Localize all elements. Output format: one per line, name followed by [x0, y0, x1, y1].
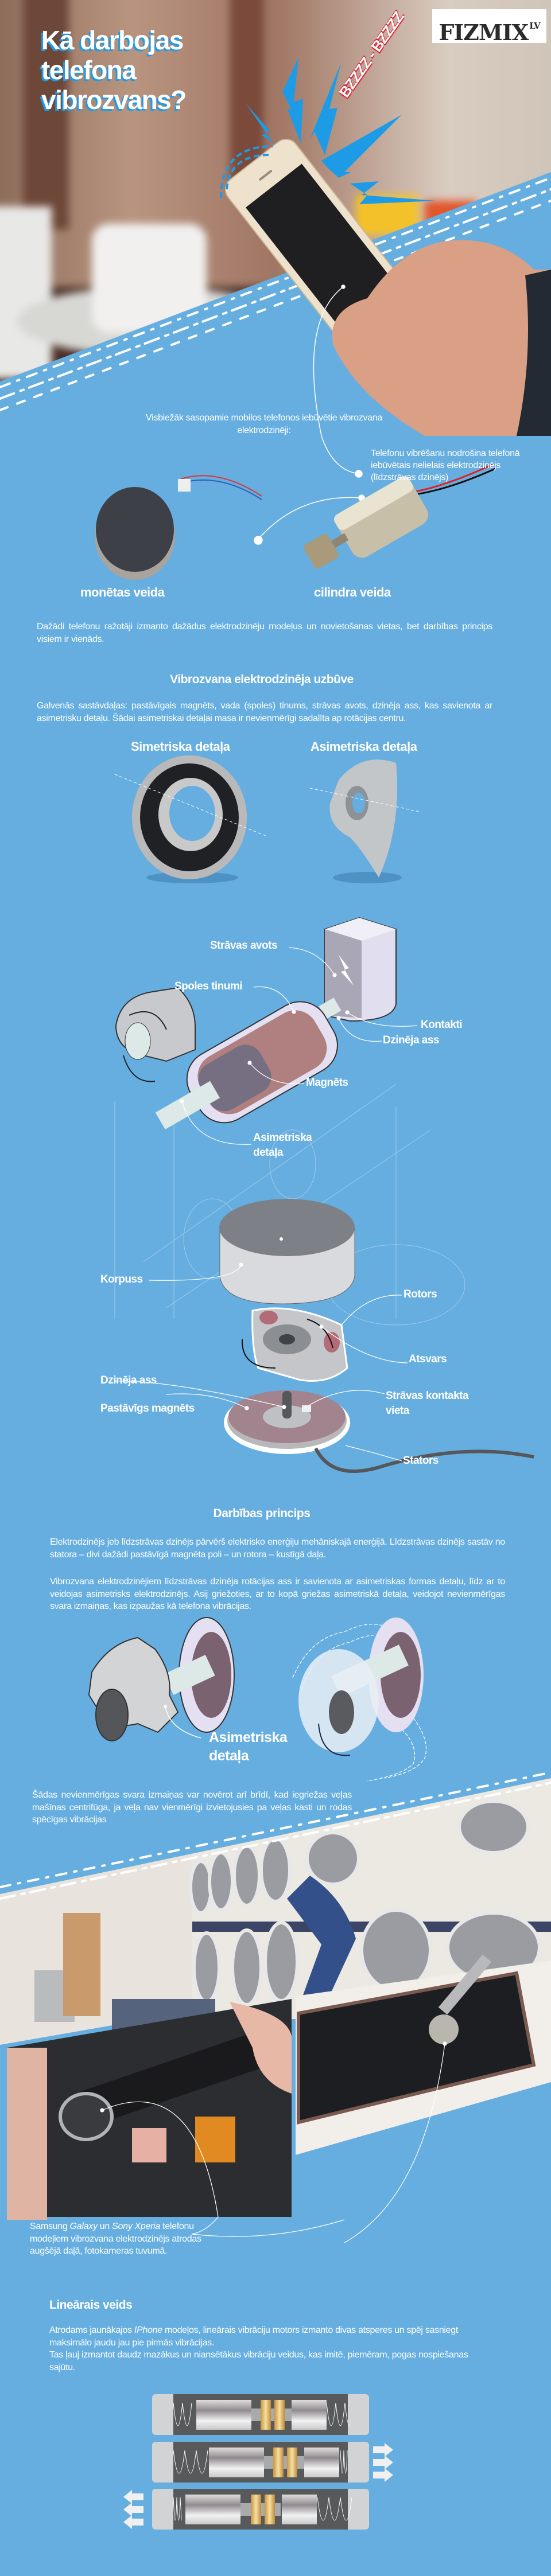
linear-paragraph-2: Tas ļauj izmantot daudz mazākus un nians… [49, 2350, 468, 2372]
caption-model-galaxy: Galaxy [69, 2222, 98, 2231]
title-line: Kā darbojas [41, 25, 184, 55]
vibration-dashes [220, 145, 273, 198]
caption-callout-lines [191, 2216, 345, 2237]
asymmetric-part-label: Asimetriska detaļa [311, 739, 417, 754]
title-line: vibrozvans? [41, 85, 187, 115]
label-line: Asimetriska [209, 1729, 288, 1745]
hero-decorations [0, 57, 551, 545]
label-rotor: Rotors [403, 1288, 437, 1300]
label-permanent-magnet: Pastāvīgs magnēts [100, 1402, 195, 1414]
label-line: vieta [386, 1405, 409, 1417]
label-shaft: Dzinēja ass [383, 1034, 440, 1046]
asymmetric-part-image [309, 759, 420, 883]
linear-text: Atrodams jaunākajos IPhone modeļos, line… [49, 2324, 491, 2374]
linear-heading: Lineārais veids [49, 2298, 133, 2312]
samsung-caption: Samsung Galaxy un Sony Xperia telefonu m… [30, 2220, 202, 2258]
title-line: telefona [41, 55, 137, 85]
label-power-source: Strāvas avots [210, 940, 278, 952]
logo-sup: LV [529, 21, 540, 31]
linear-motor-diagram [123, 2394, 393, 2530]
hand-illustration [332, 240, 551, 436]
structure-text: Galvenās sastāvdaļas: pastāvīgais magnēt… [37, 701, 492, 723]
label-asymmetric-part: Asimetriska detaļa [253, 1131, 312, 1160]
caption-model-xperia: Sony Xperia [112, 2222, 161, 2231]
lightning-bolts [246, 57, 436, 204]
photo-dash-band [0, 1771, 551, 1900]
principle-heading: Darbības princips [213, 1507, 311, 1520]
label-line: Strāvas kontakta [386, 1390, 469, 1402]
callout-lines [254, 285, 365, 545]
linear-motor-rest [152, 2394, 369, 2435]
linear-text-part: Atrodams jaunākajos [49, 2325, 134, 2335]
caption-text: un [97, 2222, 112, 2231]
asymmetric-rotation-diagram [88, 1617, 427, 1782]
label-housing: Korpuss [100, 1273, 143, 1285]
symmetric-part-label: Simetriska detaļa [131, 739, 230, 754]
bearing-image [114, 755, 267, 883]
coin-motor-image [95, 475, 262, 580]
linear-model-iphone: IPhone [134, 2325, 162, 2335]
label-line: detaļa [253, 1147, 283, 1159]
principle-paragraph-1: Elektrodzinējs jeb līdzstrāvas dzinējs p… [50, 1537, 505, 1560]
washing-machine-text: Šādas nevienmērīgas svara izmaiņas var n… [32, 1790, 352, 1825]
linear-motor-left [123, 2489, 369, 2530]
label-contact-point: Strāvas kontakta vieta [386, 1389, 469, 1418]
photo-collage [0, 1761, 551, 2243]
linear-paragraph-1: Atrodams jaunākajos IPhone modeļos, line… [49, 2324, 491, 2349]
label-line: detaļa [209, 1748, 249, 1764]
manufacturers-text: Dažādi telefonu ražotāji izmanto dažādus… [37, 622, 492, 644]
cylinder-motor-diagram [114, 917, 465, 1326]
caption-text: telefonu modeļiem vibrozvana elektrodzin… [30, 2222, 201, 2256]
motor-type-coin-label: monētas veida [80, 585, 165, 599]
dash-band [0, 177, 551, 411]
coin-motor-exploded-diagram [114, 1199, 534, 1473]
logo-text: FIZMIX [439, 20, 529, 45]
hero-caption: Telefonu vibrēšanu nodrošina telefonā ie… [371, 449, 520, 482]
page-title: Kā darbojas telefona vibrozvans? [41, 25, 187, 115]
label-counterweight: Atsvars [409, 1353, 447, 1365]
caption-text: Samsung [30, 2222, 70, 2231]
label-contacts: Kontakti [421, 1019, 463, 1031]
intro-text: Visbiežāk sasopamie mobilos telefonos ie… [146, 413, 382, 435]
label-stator: Stators [403, 1455, 439, 1467]
label-coin-shaft: Dzinēja ass [100, 1374, 157, 1386]
label-magnet: Magnēts [306, 1077, 348, 1089]
label-line: Asimetriska [253, 1132, 312, 1144]
linear-motor-right [152, 2442, 393, 2483]
linear-text-part: modeļos, lineārais vibrāciju motors izma… [49, 2325, 459, 2348]
structure-heading: Vibrozvana elektrodzinēja uzbūve [170, 673, 354, 686]
motor-type-cylinder-label: cilindra veida [314, 585, 391, 599]
cylinder-motor-image [303, 463, 496, 569]
label-coil: Spoles tinumi [174, 980, 243, 992]
principle-paragraph-2: Vibrozvana elektrodzinējiem līdzstrāvas … [50, 1577, 505, 1611]
label-asymmetric-detail: Asimetriska detaļa [209, 1728, 288, 1765]
